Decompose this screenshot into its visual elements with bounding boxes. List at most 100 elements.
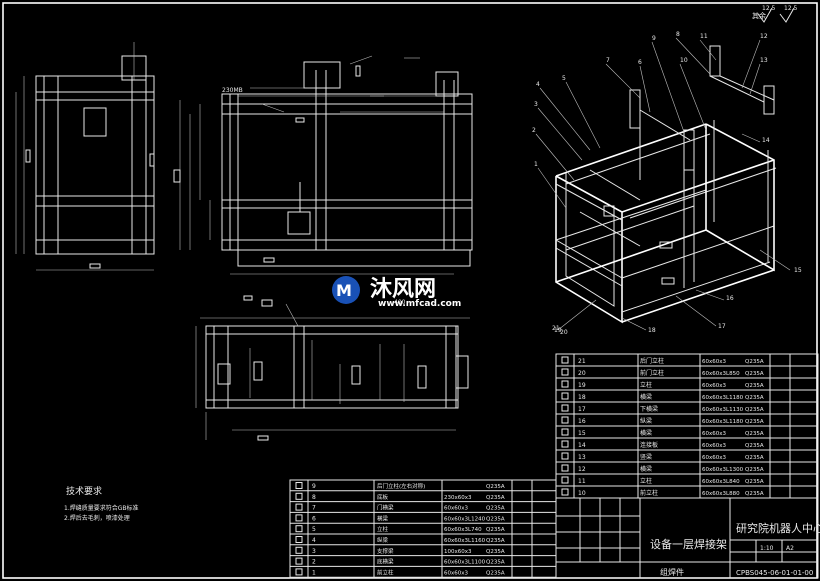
bom-spec: 60x60x3	[444, 506, 469, 512]
dimension-plan-label: 400	[394, 299, 406, 306]
bom-material: Q235A	[486, 560, 505, 566]
roughness-value-2: 12.5	[784, 5, 798, 12]
bom-spec: 60x60x3L840	[702, 479, 740, 485]
bom-no: 21	[578, 358, 586, 365]
bom-name: 横梁	[377, 514, 389, 522]
balloon-8: 8	[676, 31, 680, 38]
bom-name: 后门立柱(左右对称)	[377, 482, 425, 490]
bom-material: Q235A	[486, 506, 505, 512]
bom-name: 前门立柱	[640, 369, 664, 377]
tech-requirement-1: 1.焊缝质量要求符合GB标准	[64, 504, 139, 512]
bom-right-row: 11 立柱 60x60x3L840 Q235A	[556, 476, 818, 487]
company-name: 研究院机器人中心	[736, 521, 820, 535]
balloon-4: 4	[536, 81, 540, 88]
balloon-13: 13	[760, 57, 768, 64]
bom-material: Q235A	[745, 479, 764, 485]
bom-material: Q235A	[486, 516, 505, 522]
bom-name: 连接板	[640, 441, 658, 449]
bom-spec: 60x60x3	[702, 431, 727, 437]
bom-spec: 60x60x3	[702, 359, 727, 365]
bom-spec: 60x60x3L1180	[702, 395, 744, 401]
bom-spec: 60x60x3L1160	[444, 538, 486, 544]
bom-right-row: 19 立柱 60x60x3 Q235A	[556, 380, 818, 391]
bom-spec: 60x60x3L1130	[702, 407, 744, 413]
balloon-9: 9	[652, 35, 656, 42]
bom-material: Q235A	[486, 527, 505, 533]
bom-name: 立柱	[640, 381, 652, 389]
bom-name: 底板	[377, 493, 389, 501]
bom-no: 16	[578, 418, 586, 425]
bom-name: 门横梁	[377, 504, 394, 512]
bom-material: Q235A	[745, 371, 764, 377]
bom-right-row: 14 连接板 60x60x3 Q235A	[556, 440, 818, 451]
tech-requirement-2: 2.焊后去毛刺，喷漆处理	[64, 514, 130, 522]
balloon-1: 1	[534, 161, 538, 168]
bom-no: 2	[312, 559, 316, 566]
bom-name: 前立柱	[640, 489, 658, 497]
bom-name: 底横梁	[377, 558, 394, 566]
bom-no: 12	[578, 466, 586, 473]
bom-material: Q235A	[486, 484, 505, 490]
bom-spec: 60x60x3	[702, 383, 727, 389]
side-view	[15, 42, 155, 271]
bom-no: 6	[312, 515, 316, 522]
bom-spec: 60x60x3	[702, 443, 727, 449]
roughness-value-1: 12.5	[762, 5, 776, 12]
balloon-10: 10	[680, 57, 688, 64]
bom-spec: 60x60x3L880	[702, 491, 740, 497]
balloon-19: 19	[554, 327, 562, 334]
balloon-2: 2	[532, 127, 536, 134]
bom-name: 竖梁	[640, 453, 652, 461]
balloon-18: 18	[648, 327, 656, 334]
bom-material: Q235A	[745, 395, 764, 401]
balloon-17: 17	[718, 323, 726, 330]
balloon-5: 5	[562, 75, 566, 82]
bom-no: 11	[578, 478, 586, 485]
bom-material: Q235A	[745, 383, 764, 389]
balloon-6: 6	[638, 59, 642, 66]
bom-material: Q235A	[486, 570, 505, 576]
bom-name: 横梁	[640, 465, 652, 473]
bom-material: Q235A	[745, 431, 764, 437]
watermark-cn: 沐风网	[370, 277, 436, 302]
scale-value: 1:10	[760, 545, 774, 552]
bom-spec: 60x60x3L1240	[444, 516, 486, 522]
bom-no: 13	[578, 454, 586, 461]
bom-name: 下横梁	[640, 405, 658, 413]
bom-spec: 100x60x3	[444, 549, 472, 555]
bom-no: 18	[578, 394, 586, 401]
bom-spec: 60x60x3L1180	[702, 419, 744, 425]
bom-name: 纵梁	[377, 536, 389, 544]
bom-name: 立柱	[640, 477, 652, 485]
balloon-20: 20	[560, 329, 568, 336]
bom-material: Q235A	[745, 359, 764, 365]
bom-no: 19	[578, 382, 586, 389]
balloon-21: 21	[552, 325, 560, 332]
bom-no: 4	[312, 537, 316, 544]
drawing-number: CPBS045-06-01-01-00	[736, 569, 813, 577]
bom-material: Q235A	[745, 467, 764, 473]
front-view	[173, 55, 473, 275]
bom-no: 3	[312, 548, 316, 555]
balloon-15: 15	[794, 267, 802, 274]
balloon-16: 16	[726, 295, 734, 302]
balloon-11: 11	[700, 33, 708, 40]
bom-spec: 60x60x3	[702, 455, 727, 461]
bom-no: 8	[312, 494, 316, 501]
bom-bottom-grid	[289, 479, 557, 579]
bom-material: Q235A	[745, 419, 764, 425]
bom-no: 14	[578, 442, 586, 449]
bom-material: Q235A	[745, 443, 764, 449]
bom-name: 后门立柱	[640, 357, 664, 365]
